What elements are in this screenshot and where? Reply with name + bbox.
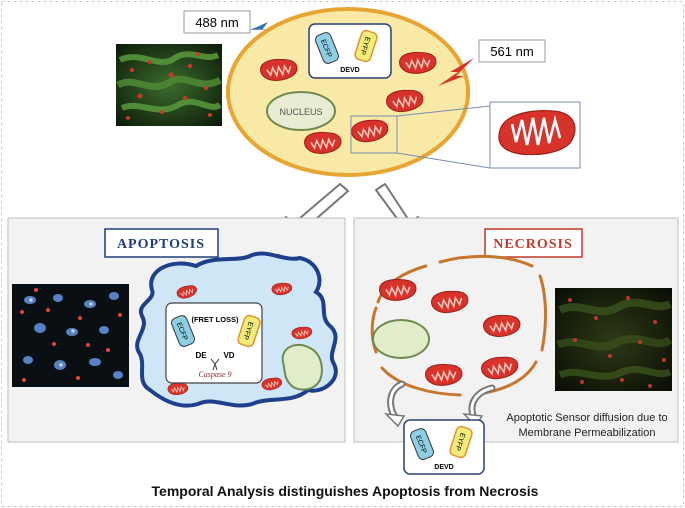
fret-sensor-released: ECFP EYFP DEVD: [403, 419, 485, 475]
laser-bolt-icon: [438, 58, 474, 86]
condensed-nucleus: [281, 343, 323, 391]
mitochondrion-icon: MITO-dsRED: [489, 101, 581, 169]
apoptosis-title-box: [104, 228, 219, 258]
zoom-line-top: [396, 105, 491, 117]
diffusion-line-1: Apoptotic Sensor diffusion due to: [506, 412, 667, 424]
laser-561-box: [478, 39, 546, 63]
cleave-right-label: VD: [223, 351, 234, 360]
curved-arrow-icon: [383, 380, 406, 428]
necrosis-microscopy-image: [555, 288, 673, 391]
zoom-line-bottom: [396, 152, 491, 169]
fret-loss-label: (FRET LOSS): [191, 315, 239, 324]
necrosis-title-box: [484, 228, 583, 258]
figure-caption: Temporal Analysis distinguishes Apoptosi…: [152, 483, 539, 499]
laser-488-label: 488 nm: [195, 15, 238, 30]
laser-561-label: 561 nm: [490, 44, 533, 59]
top-microscopy-image: [116, 44, 222, 126]
nucleus: [266, 91, 336, 131]
devd-label: DEVD: [340, 67, 359, 74]
diffusion-line-2: Membrane Permeabilization: [519, 427, 656, 439]
necrosis-title: NECROSIS: [493, 237, 573, 252]
zoom-box: [350, 115, 398, 154]
scissors-icon: [210, 358, 220, 371]
laser-bolt-icon: [250, 22, 292, 36]
laser-488-box: [183, 10, 251, 34]
necrosis-nucleus: [372, 319, 430, 359]
caspase-label: Caspase 9: [198, 370, 231, 379]
fret-sensor-cleaved: (FRET LOSS) ECFP EYFP DE VD Caspase 9: [165, 302, 263, 384]
mito-label: MITO-dsRED: [520, 155, 563, 162]
cleave-left-label: DE: [195, 351, 207, 360]
nucleus-label: NUCLEUS: [279, 107, 322, 117]
fret-sensor-top: ECFP EYFP DEVD: [308, 23, 392, 79]
apoptosis-microscopy-image: [12, 284, 129, 387]
devd-label: DEVD: [434, 464, 453, 471]
apoptosis-title: APOPTOSIS: [117, 237, 205, 252]
cell-body: [226, 7, 470, 177]
